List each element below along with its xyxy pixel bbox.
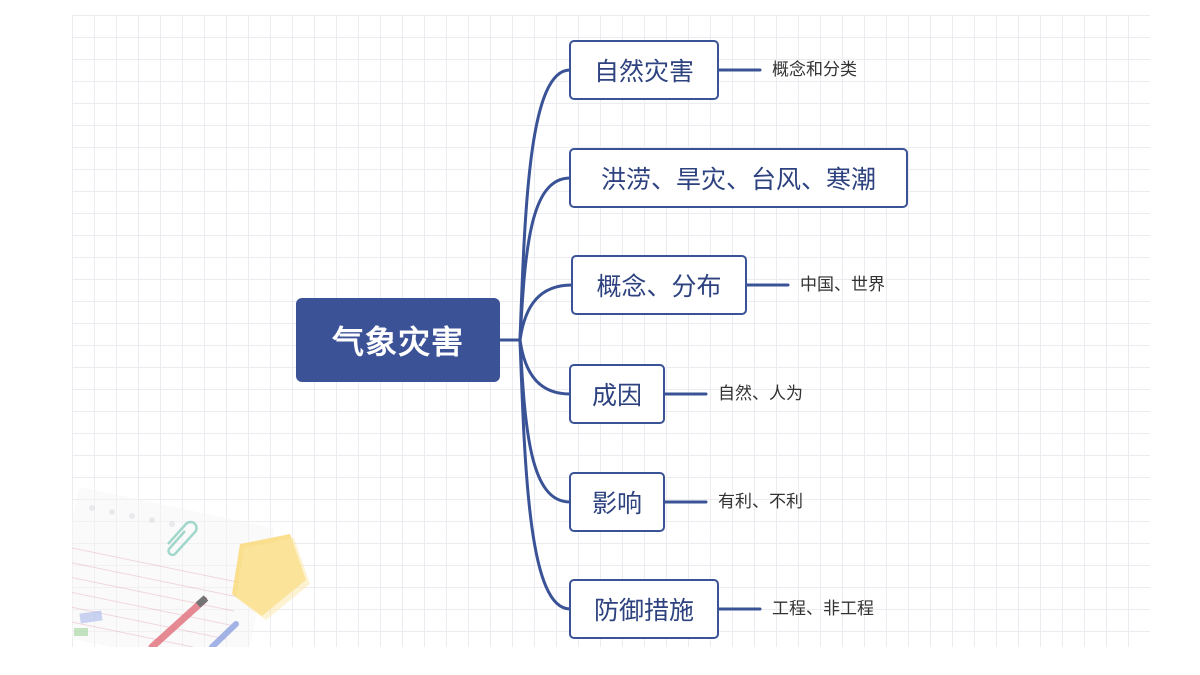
branch-note-5: 有利、不利 [718, 492, 803, 512]
notebook-icon [72, 488, 275, 647]
branch-note-3: 中国、世界 [800, 275, 885, 295]
branch-note-1: 概念和分类 [772, 60, 857, 80]
connector-branch-3 [518, 283, 574, 342]
root-label: 气象灾害 [331, 323, 464, 361]
branch-node-3[interactable]: 概念、分布 [571, 255, 747, 315]
branch-label: 洪涝、旱灾、台风、寒潮 [600, 165, 876, 194]
branch-label: 防御措施 [593, 596, 694, 625]
root-node[interactable]: 气象灾害 [296, 298, 500, 382]
connector-branch-4 [518, 338, 572, 396]
branch-node-2[interactable]: 洪涝、旱灾、台风、寒潮 [569, 148, 908, 208]
stationery-illustration [72, 488, 310, 647]
branch-node-5[interactable]: 影响 [569, 472, 665, 532]
branch-label: 成因 [591, 381, 642, 410]
eraser-icon [74, 610, 103, 636]
connector-branch-6 [518, 338, 572, 611]
branch-note-6: 工程、非工程 [772, 599, 874, 619]
branch-node-6[interactable]: 防御措施 [569, 579, 719, 639]
branch-label: 自然灾害 [593, 57, 694, 86]
branch-label: 影响 [591, 489, 642, 518]
branch-node-1[interactable]: 自然灾害 [569, 40, 719, 100]
pencil-icon [148, 595, 239, 647]
branch-note-4: 自然、人为 [718, 384, 803, 404]
connector-branch-2 [518, 176, 572, 342]
branch-node-4[interactable]: 成因 [569, 364, 665, 424]
paper-clip-icon [167, 520, 198, 557]
sticky-note-icon [232, 534, 310, 620]
branch-label: 概念、分布 [596, 272, 722, 301]
connector-branch-1 [518, 68, 572, 342]
